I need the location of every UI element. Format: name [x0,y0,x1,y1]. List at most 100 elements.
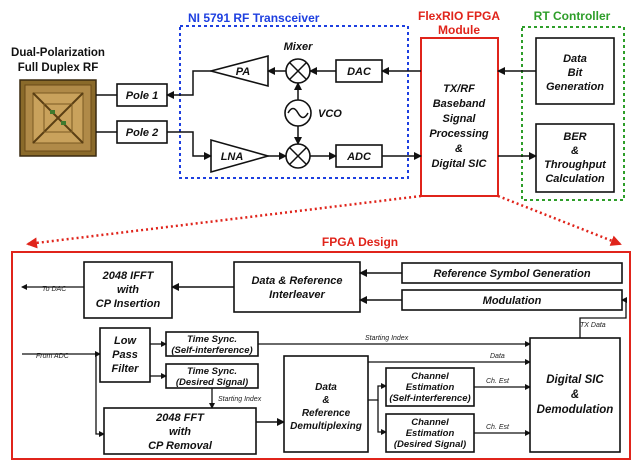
low-pass-filter-box [99,327,151,383]
pole2-label: Pole 2 [126,127,158,139]
to-dac-label: To DAC [42,286,67,293]
svg-text:(Desired Signal): (Desired Signal) [394,439,466,450]
flexrio-processing-text: TX/RF Baseband Signal Processing & Digit… [429,83,489,170]
zoom-line-right [497,194,622,246]
vco-label: VCO [318,108,342,120]
svg-text:Low: Low [114,335,137,347]
time-sync-self-line2: (Self-interference) [171,345,252,356]
demux-to-ce-self-arrow [368,383,387,401]
data-bit-generation-box [535,37,615,105]
svg-text:Data: Data [563,53,587,65]
mixer-tx-icon [285,58,311,84]
digital-sic-demodulation-box [529,337,621,453]
svg-text:Processing: Processing [429,128,489,140]
svg-text:Reference: Reference [302,408,351,419]
time-sync-self-line1: Time Sync. [187,334,237,345]
digital-sic-demodulation-text: Digital SIC & Demodulation [537,374,614,416]
svg-text:Estimation: Estimation [406,428,455,439]
svg-text:Baseband: Baseband [433,98,486,110]
reference-symbol-generation-label: Reference Symbol Generation [433,268,590,280]
fpga-design-title: FPGA Design [322,235,398,249]
low-pass-filter-text: Low Pass Filter [112,335,140,375]
svg-text:Pass: Pass [112,349,138,361]
tx-data-line [579,297,627,338]
dual-polarization-antenna-image [19,79,97,157]
ifft-text: 2048 IFFT with CP Insertion [96,270,161,310]
svg-text:Data & Reference: Data & Reference [251,275,342,287]
svg-text:2048 IFFT: 2048 IFFT [102,270,155,282]
svg-text:&: & [571,145,579,157]
ch-est-label-1: Ch. Est [486,378,510,385]
svg-text:Filter: Filter [112,363,140,375]
ch-est-label-2: Ch. Est [486,424,510,431]
svg-text:Channel: Channel [411,371,449,382]
svg-text:(Self-interference): (Self-interference) [389,393,470,404]
flexrio-box [420,37,499,197]
ni-title: NI 5791 RF Transceiver [188,11,320,25]
svg-text:Interleaver: Interleaver [269,289,325,301]
ifft-box [83,261,173,319]
lna-label: LNA [221,151,244,163]
mixer-label: Mixer [284,41,313,53]
svg-text:Throughput: Throughput [544,159,607,171]
data-label: Data [490,353,505,360]
mixer-rx-icon [285,143,311,169]
interleaver-text: Data & Reference Interleaver [251,275,342,301]
pole2-to-lna-arrow [167,131,212,160]
demux-to-ce-desired-arrow [377,400,387,435]
svg-text:with: with [117,284,139,296]
rt-controller-box [521,26,625,201]
time-sync-desired-line1: Time Sync. [187,366,237,377]
rt-title: RT Controller [534,9,611,23]
svg-text:2048 FFT: 2048 FFT [155,412,205,424]
flexrio-title-line1: FlexRIO FPGA [418,9,500,23]
svg-text:Demultiplexing: Demultiplexing [290,421,362,432]
channel-est-self-text: Channel Estimation (Self-interference) [389,371,470,404]
fft-box [103,407,257,455]
antenna-title-line1: Dual-Polarization [11,47,105,59]
starting-index-label-1: Starting Index [365,335,409,342]
tx-data-label: TX Data [580,322,606,329]
svg-text:with: with [169,426,191,438]
time-sync-desired-line2: (Desired Signal) [176,377,248,388]
time-sync-self-box [165,331,259,357]
from-adc-label: From ADC [36,353,70,360]
ni-5791-box [179,25,409,179]
svg-text:Bit: Bit [568,67,584,79]
svg-text:Estimation: Estimation [406,382,455,393]
ber-throughput-text: BER & Throughput Calculation [544,131,607,185]
pa-label: PA [236,66,251,78]
pa-to-pole1-arrow [166,70,211,99]
modulation-label: Modulation [483,295,542,307]
svg-text:CP Insertion: CP Insertion [96,298,161,310]
svg-text:Digital SIC: Digital SIC [546,374,604,386]
channel-est-desired-text: Channel Estimation (Desired Signal) [394,417,466,450]
svg-text:Data: Data [315,382,337,393]
svg-text:Digital SIC: Digital SIC [431,158,487,170]
flexrio-title-line2: Module [438,23,480,37]
starting-index-label-2: Starting Index [218,396,262,403]
svg-text:Generation: Generation [546,81,604,93]
dac-label: DAC [347,66,372,78]
demux-box [283,355,369,453]
antenna-title-line2: Full Duplex RF [18,62,99,74]
svg-text:BER: BER [563,131,586,143]
svg-text:Channel: Channel [411,417,449,428]
svg-text:CP Removal: CP Removal [148,440,213,452]
svg-text:Demodulation: Demodulation [537,404,614,416]
adc-label: ADC [346,151,372,163]
fpga-design-box [11,251,631,460]
svg-text:TX/RF: TX/RF [443,83,475,95]
fft-text: 2048 FFT with CP Removal [148,412,213,452]
svg-text:&: & [322,395,329,406]
ber-throughput-box [535,123,615,193]
vco-icon [284,99,312,127]
svg-text:&: & [571,389,579,401]
pole1-label: Pole 1 [126,90,158,102]
svg-text:Signal: Signal [442,113,476,125]
demux-text: Data & Reference Demultiplexing [290,382,362,432]
channel-est-desired-box [385,413,475,453]
interleaver-box [233,261,361,313]
data-bit-generation-text: Data Bit Generation [546,53,604,93]
